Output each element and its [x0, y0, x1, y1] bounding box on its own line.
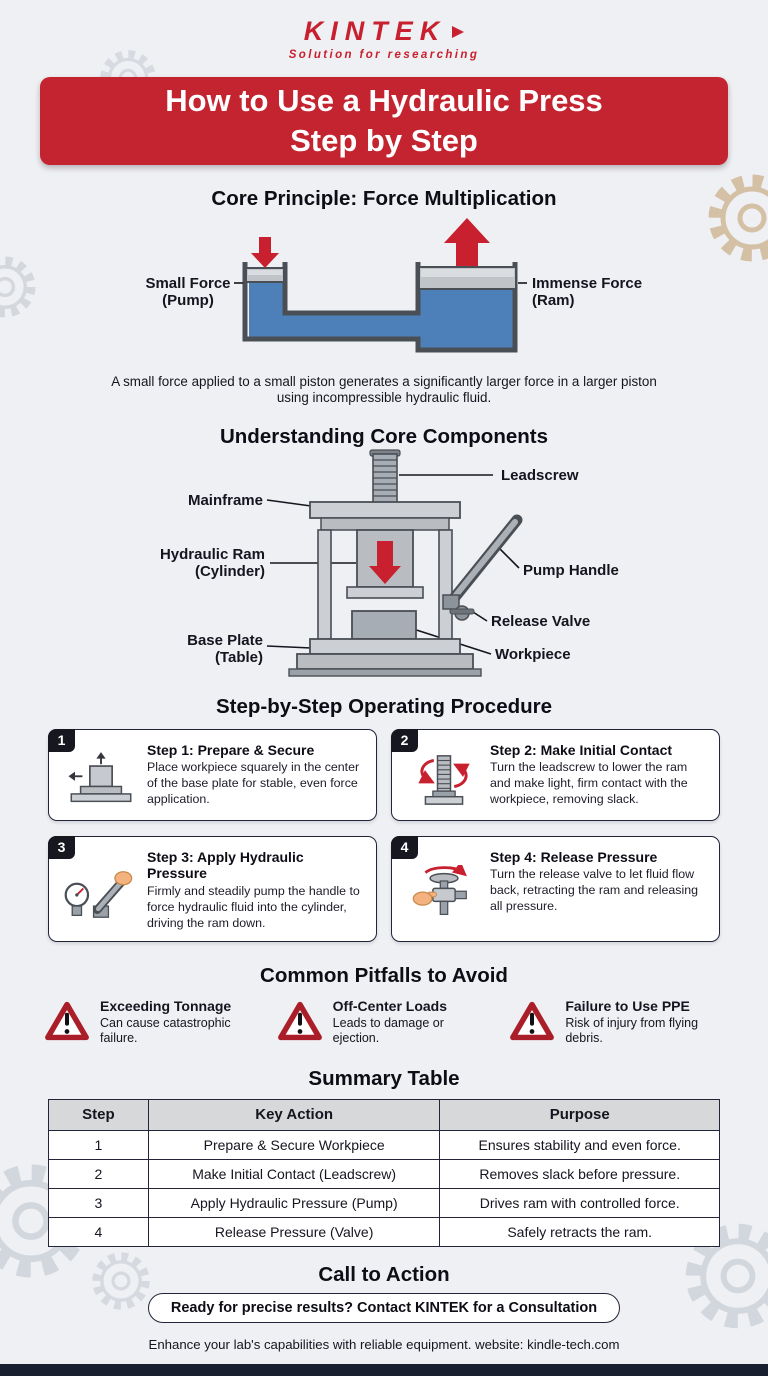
prepare-secure-icon: [57, 740, 145, 811]
table-row: 4 Release Pressure (Valve) Safely retrac…: [48, 1216, 720, 1247]
warning-triangle-icon: [44, 1000, 90, 1047]
pitfalls-heading: Common Pitfalls to Avoid: [260, 963, 508, 987]
step-title: Step 2: Make Initial Contact: [490, 741, 673, 758]
cell-key-action: Apply Hydraulic Pressure (Pump): [147, 1187, 441, 1218]
pitfall-item: Failure to Use PPE Risk of injury from f…: [509, 998, 724, 1047]
cell-purpose: Ensures stability and even force.: [439, 1129, 720, 1160]
force-multiplication-diagram: Small Force (Pump) Immense Force (Ram): [145, 218, 642, 353]
table-header-row: Step Key Action Purpose: [48, 1098, 720, 1131]
pitfall-text: Can cause catastrophic failure.: [100, 1015, 231, 1046]
warning-triangle-icon: [277, 1000, 323, 1047]
step-description: Turn the leadscrew to lower the ram and …: [490, 760, 688, 806]
page-title-line2: Step by Step: [290, 123, 478, 158]
base-plate-sublabel: (Table): [215, 649, 263, 666]
step-title: Step 4: Release Pressure: [490, 848, 658, 865]
header: KINTEK Solution for researching: [0, 0, 768, 61]
cell-key-action: Make Initial Contact (Leadscrew): [147, 1158, 441, 1189]
hydraulic-ram-label: Hydraulic Ram: [160, 546, 265, 563]
summary-heading: Summary Table: [308, 1066, 460, 1090]
cell-step: 3: [48, 1187, 149, 1218]
small-force-label: Small Force: [145, 275, 230, 292]
bottom-bar: [0, 1364, 768, 1376]
workpiece-label: Workpiece: [495, 646, 571, 663]
step-number-badge: 2: [391, 728, 418, 752]
pitfall-title: Failure to Use PPE: [565, 997, 690, 1014]
pump-pressure-icon: [57, 847, 145, 932]
immense-force-label: Immense Force: [532, 275, 642, 292]
gear-icon: [0, 256, 36, 318]
cta-button[interactable]: Ready for precise results? Contact KINTE…: [147, 1292, 621, 1323]
cell-step: 1: [48, 1129, 149, 1160]
pitfall-item: Off-Center Loads Leads to damage or ejec…: [277, 998, 492, 1047]
gear-icon: [92, 1252, 150, 1310]
col-step: Step: [48, 1098, 149, 1131]
step-number-badge: 4: [391, 835, 418, 859]
gear-icon: [685, 1223, 768, 1329]
pitfall-title: Exceeding Tonnage: [100, 997, 232, 1014]
step-card-4: 4: [391, 835, 720, 942]
step-description: Place workpiece squarely in the center o…: [147, 760, 360, 806]
kintek-logo: KINTEK: [303, 16, 447, 46]
footer-note: Enhance your lab's capabilities with rel…: [148, 1336, 620, 1352]
step-description: Turn the release valve to let fluid flow…: [490, 867, 698, 913]
col-purpose: Purpose: [439, 1098, 720, 1131]
cell-step: 2: [48, 1158, 149, 1189]
pitfall-text: Leads to damage or ejection.: [332, 1015, 444, 1046]
logo-flag-icon: [452, 25, 465, 38]
step-cards: 1 Step 1: Prepare & Secure Place workpie: [48, 728, 720, 942]
release-valve-label: Release Valve: [491, 613, 590, 630]
base-plate-label: Base Plate: [187, 632, 263, 649]
title-banner: How to Use a Hydraulic Press Step by Ste…: [40, 77, 728, 165]
step-number-badge: 3: [48, 835, 75, 859]
step-card-3: 3 Step 3: Apply Hydraulic Pressure: [48, 835, 377, 942]
pitfall-title: Off-Center Loads: [332, 997, 448, 1014]
components-heading: Understanding Core Components: [219, 424, 548, 448]
procedure-heading: Step-by-Step Operating Procedure: [215, 694, 553, 718]
step-number-badge: 1: [48, 728, 75, 752]
warning-triangle-icon: [509, 1000, 555, 1047]
cell-purpose: Safely retracts the ram.: [439, 1216, 720, 1247]
gear-icon: [708, 174, 768, 262]
table-row: 2 Make Initial Contact (Leadscrew) Remov…: [48, 1158, 720, 1189]
cell-step: 4: [48, 1216, 149, 1247]
immense-force-sublabel: (Ram): [532, 292, 575, 309]
table-row: 3 Apply Hydraulic Pressure (Pump) Drives…: [48, 1187, 720, 1218]
cell-purpose: Drives ram with controlled force.: [439, 1187, 720, 1218]
cell-key-action: Prepare & Secure Workpiece: [147, 1129, 441, 1160]
hydraulic-ram-sublabel: (Cylinder): [195, 563, 265, 580]
leadscrew-label: Leadscrew: [501, 467, 579, 484]
core-principle-caption: A small force applied to a small piston …: [111, 374, 657, 406]
cell-purpose: Removes slack before pressure.: [439, 1158, 720, 1189]
pump-handle-label: Pump Handle: [523, 562, 619, 579]
col-key-action: Key Action: [147, 1098, 441, 1131]
page-title-line1: How to Use a Hydraulic Press: [165, 83, 603, 118]
step-title: Step 1: Prepare & Secure: [147, 741, 315, 758]
step-card-1: 1 Step 1: Prepare & Secure Place workpie: [48, 728, 377, 821]
step-card-2: 2: [391, 728, 720, 821]
leadscrew-contact-icon: [400, 740, 488, 811]
cell-key-action: Release Pressure (Valve): [147, 1216, 441, 1247]
summary-table: Step Key Action Purpose 1 Prepare & Secu…: [48, 1098, 720, 1247]
mainframe-label: Mainframe: [188, 492, 263, 509]
pitfall-text: Risk of injury from flying debris.: [565, 1015, 699, 1046]
pitfall-item: Exceeding Tonnage Can cause catastrophic…: [44, 998, 259, 1047]
press-components-diagram: Leadscrew Mainframe Hydraulic Ram (Cylin…: [160, 449, 619, 677]
table-row: 1 Prepare & Secure Workpiece Ensures sta…: [48, 1129, 720, 1160]
logo-tagline: Solution for researching: [288, 49, 480, 61]
small-force-sublabel: (Pump): [162, 292, 214, 309]
cta-heading: Call to Action: [318, 1262, 450, 1286]
core-principle-heading: Core Principle: Force Multiplication: [211, 187, 557, 210]
release-valve-icon: [400, 847, 488, 932]
step-title: Step 3: Apply Hydraulic Pressure: [147, 848, 304, 882]
pitfalls-row: Exceeding Tonnage Can cause catastrophic…: [44, 998, 724, 1047]
step-description: Firmly and steadily pump the handle to f…: [147, 884, 360, 930]
